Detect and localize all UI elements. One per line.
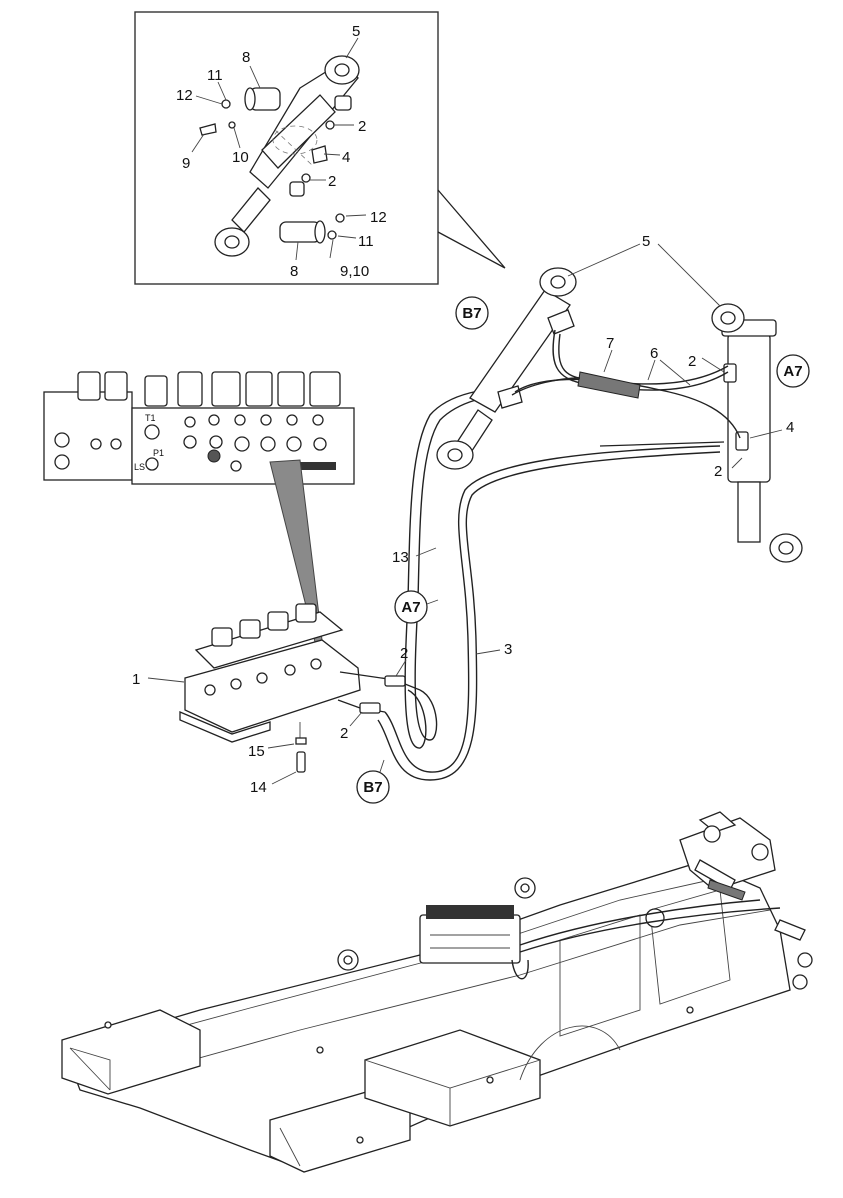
inset-leaders	[191, 37, 367, 261]
inset-label-2-top: 2	[358, 118, 366, 135]
inset-label-11-bottom: 11	[358, 233, 374, 250]
inset-label-5: 5	[352, 23, 360, 40]
inset-label-8-top: 8	[242, 49, 250, 66]
inset-cylinder	[214, 55, 360, 257]
label-13: 13	[392, 549, 409, 566]
svg-text:A7: A7	[783, 363, 802, 380]
svg-text:B7: B7	[462, 305, 481, 322]
inset-label-11-top: 11	[207, 67, 223, 84]
label-2-valve-top: 2	[400, 645, 408, 662]
valve-detail: T1 P1 LS	[43, 371, 355, 485]
short-hoses	[511, 329, 741, 447]
right-cylinder	[711, 303, 803, 563]
label-15: 15	[248, 743, 265, 760]
hoses	[377, 387, 721, 781]
label-7: 7	[606, 335, 614, 352]
label-2-right-top: 2	[688, 353, 696, 370]
port-label-p1: P1	[153, 448, 164, 458]
inset-pin-top	[199, 87, 281, 136]
inset-detail: 5 8 11 12 2 9 10 4 2 12 11 8 9,10	[134, 11, 506, 285]
inset-label-8-bottom: 8	[290, 263, 298, 280]
svg-text:B7: B7	[363, 779, 382, 796]
inset-grease-nipples	[289, 95, 352, 197]
inset-label-9: 9	[182, 155, 190, 172]
label-3: 3	[504, 641, 512, 658]
inset-label-10: 10	[232, 149, 249, 166]
label-2-right-bottom: 2	[714, 463, 722, 480]
inset-pin-bottom	[279, 213, 345, 244]
inset-label-12-bottom: 12	[370, 209, 387, 226]
inset-label-4: 4	[342, 149, 350, 166]
inset-pointer	[437, 189, 506, 269]
inset-label-9-10: 9,10	[340, 263, 369, 280]
circled-ref-b7-bottom: B7	[356, 759, 390, 804]
inset-label-2-mid: 2	[328, 173, 336, 190]
label-2-valve-bottom: 2	[340, 725, 348, 742]
main-leaders	[147, 243, 783, 785]
port-label-ls: LS	[134, 462, 145, 472]
port-label-t1: T1	[145, 413, 156, 423]
circled-ref-b7-top: B7	[455, 296, 489, 330]
label-1: 1	[132, 671, 140, 688]
machine-frame	[61, 811, 813, 1173]
label-14: 14	[250, 779, 267, 796]
svg-text:A7: A7	[401, 599, 420, 616]
valve-fittings	[295, 671, 421, 773]
control-valve	[179, 603, 361, 743]
circled-ref-a7-right: A7	[776, 354, 810, 388]
valve-ports	[54, 414, 327, 472]
circled-ref-a7-mid: A7	[394, 590, 439, 624]
label-4: 4	[786, 419, 794, 436]
label-5: 5	[642, 233, 650, 250]
label-6: 6	[650, 345, 658, 362]
left-cylinder	[436, 267, 577, 470]
inset-label-12-top: 12	[176, 87, 193, 104]
